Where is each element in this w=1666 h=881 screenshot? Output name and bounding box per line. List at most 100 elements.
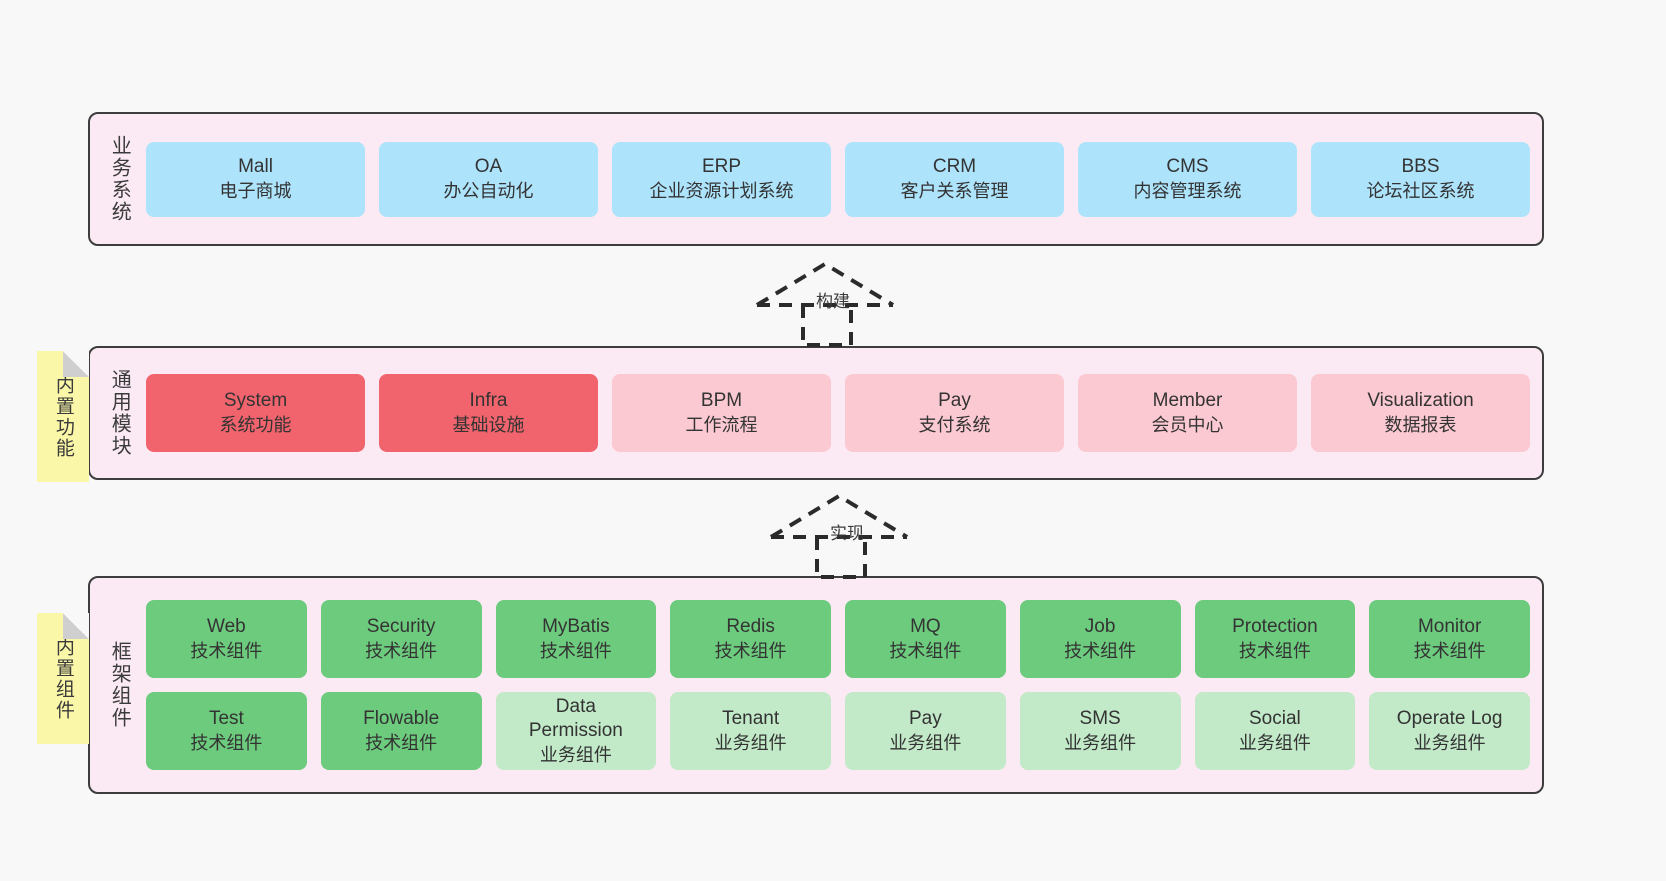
card-member[interactable]: Member 会员中心	[1078, 374, 1297, 452]
card-redis[interactable]: Redis 技术组件	[670, 600, 831, 678]
card-test-name: Test	[208, 707, 244, 729]
card-bbs-name: BBS	[1401, 155, 1440, 177]
card-pay-component[interactable]: Pay 业务组件	[845, 692, 1006, 770]
generalization-arrow-icon	[755, 261, 895, 347]
card-protection-name: Protection	[1232, 615, 1318, 637]
connector-build: 构建	[752, 255, 902, 347]
card-pay-component-name: Pay	[909, 707, 942, 729]
card-monitor-name: Monitor	[1417, 615, 1482, 637]
layer-framework-component-title: 框架组件	[108, 641, 131, 729]
card-operate-log-desc: 业务组件	[1413, 732, 1486, 753]
card-data-permission[interactable]: Data Permission 业务组件	[495, 692, 657, 770]
card-tenant-desc: 业务组件	[714, 732, 787, 753]
card-system-desc: 系统功能	[219, 414, 292, 435]
connector-implement-label: 实现	[830, 524, 864, 543]
card-infra[interactable]: Infra 基础设施	[379, 374, 598, 452]
generalization-arrow-icon	[769, 493, 909, 579]
card-protection-desc: 技术组件	[1238, 640, 1311, 661]
card-member-desc: 会员中心	[1151, 414, 1224, 435]
card-bpm-desc: 工作流程	[685, 414, 758, 435]
card-flowable-desc: 技术组件	[365, 732, 438, 753]
card-bpm-name: BPM	[700, 389, 743, 411]
card-data-permission-desc: 业务组件	[539, 745, 612, 765]
card-flowable[interactable]: Flowable 技术组件	[320, 692, 482, 770]
layer-common-module: 通用模块 System 系统功能 Infra 基础设施 BPM 工作流程 Pay	[88, 346, 1544, 480]
card-visualization[interactable]: Visualization 数据报表	[1311, 374, 1530, 452]
card-oa-desc: 办公自动化	[443, 180, 534, 201]
card-cms-desc: 内容管理系统	[1133, 180, 1242, 201]
card-test-desc: 技术组件	[190, 732, 263, 753]
card-monitor[interactable]: Monitor 技术组件	[1369, 600, 1530, 678]
card-visualization-name: Visualization	[1367, 389, 1474, 411]
sticky-note-builtin-features: 内置功能	[37, 351, 89, 482]
card-web-name: Web	[207, 615, 246, 637]
card-cms-name: CMS	[1166, 155, 1209, 177]
card-oa-name: OA	[474, 155, 503, 177]
card-member-name: Member	[1152, 389, 1223, 411]
card-infra-desc: 基础设施	[452, 414, 525, 435]
card-erp-desc: 企业资源计划系统	[649, 180, 794, 201]
card-job[interactable]: Job 技术组件	[1019, 600, 1181, 678]
card-operate-log[interactable]: Operate Log 业务组件	[1369, 692, 1530, 770]
layer-common-module-title: 通用模块	[108, 369, 131, 457]
card-mq[interactable]: MQ 技术组件	[845, 600, 1006, 678]
layer-business-system: 业务系统 Mall 电子商城 OA 办公自动化 ERP 企业资源计划系统 CRM	[88, 112, 1544, 246]
card-web[interactable]: Web 技术组件	[146, 600, 307, 678]
business-card-row: Mall 电子商城 OA 办公自动化 ERP 企业资源计划系统 CRM 客户关系…	[146, 141, 1530, 217]
card-security-desc: 技术组件	[365, 640, 438, 661]
card-mq-name: MQ	[910, 615, 941, 637]
card-mall-desc: 电子商城	[219, 180, 292, 201]
card-job-desc: 技术组件	[1064, 640, 1137, 661]
framework-card-row-2: Test 技术组件 Flowable 技术组件 Data Permission …	[146, 692, 1530, 770]
card-security-name: Security	[366, 615, 436, 637]
card-tenant-name: Tenant	[722, 707, 780, 729]
card-protection[interactable]: Protection 技术组件	[1194, 600, 1356, 678]
card-system-name: System	[223, 389, 288, 411]
connector-build-label: 构建	[816, 292, 850, 311]
card-system[interactable]: System 系统功能	[146, 374, 365, 452]
card-cms[interactable]: CMS 内容管理系统	[1078, 141, 1297, 217]
card-web-desc: 技术组件	[190, 640, 263, 661]
common-card-row: System 系统功能 Infra 基础设施 BPM 工作流程 Pay 支付系统…	[146, 374, 1530, 452]
card-security[interactable]: Security 技术组件	[320, 600, 482, 678]
card-data-permission-name: Data	[555, 695, 596, 717]
layer-business-system-body: Mall 电子商城 OA 办公自动化 ERP 企业资源计划系统 CRM 客户关系…	[136, 124, 1530, 234]
card-mall[interactable]: Mall 电子商城	[146, 141, 365, 217]
sticky-note-builtin-components: 内置组件	[37, 613, 89, 744]
card-visualization-desc: 数据报表	[1384, 414, 1457, 435]
card-mall-name: Mall	[238, 155, 273, 177]
card-bbs[interactable]: BBS 论坛社区系统	[1311, 141, 1530, 217]
card-redis-name: Redis	[726, 615, 775, 637]
card-tenant[interactable]: Tenant 业务组件	[670, 692, 831, 770]
card-oa[interactable]: OA 办公自动化	[379, 141, 598, 217]
layer-common-module-body: System 系统功能 Infra 基础设施 BPM 工作流程 Pay 支付系统…	[136, 358, 1530, 468]
card-monitor-desc: 技术组件	[1413, 640, 1486, 661]
card-crm-name: CRM	[932, 155, 977, 177]
card-bbs-desc: 论坛社区系统	[1366, 180, 1475, 201]
card-erp[interactable]: ERP 企业资源计划系统	[612, 141, 831, 217]
card-pay-module-desc: 支付系统	[918, 414, 991, 435]
card-social-desc: 业务组件	[1238, 732, 1311, 753]
card-mq-desc: 技术组件	[889, 640, 962, 661]
card-operate-log-name: Operate Log	[1396, 707, 1503, 729]
card-mybatis[interactable]: MyBatis 技术组件	[495, 600, 657, 678]
card-erp-name: ERP	[701, 155, 742, 177]
card-social-name: Social	[1249, 707, 1301, 729]
card-flowable-name: Flowable	[363, 707, 440, 729]
card-redis-desc: 技术组件	[714, 640, 787, 661]
card-sms-desc: 业务组件	[1064, 732, 1137, 753]
card-sms[interactable]: SMS 业务组件	[1019, 692, 1181, 770]
card-pay-module[interactable]: Pay 支付系统	[845, 374, 1064, 452]
card-test[interactable]: Test 技术组件	[146, 692, 307, 770]
card-data-permission-name2: Permission	[528, 720, 623, 742]
card-crm-desc: 客户关系管理	[900, 180, 1009, 201]
card-bpm[interactable]: BPM 工作流程	[612, 374, 831, 452]
card-mybatis-name: MyBatis	[542, 615, 610, 637]
connector-implement: 实现	[766, 487, 916, 579]
card-social[interactable]: Social 业务组件	[1194, 692, 1356, 770]
card-job-name: Job	[1084, 615, 1116, 637]
layer-framework-component: 框架组件 Web 技术组件 Security 技术组件 MyBatis 技术组件…	[88, 576, 1544, 794]
framework-card-row-1: Web 技术组件 Security 技术组件 MyBatis 技术组件 Redi…	[146, 600, 1530, 678]
card-crm[interactable]: CRM 客户关系管理	[845, 141, 1064, 217]
